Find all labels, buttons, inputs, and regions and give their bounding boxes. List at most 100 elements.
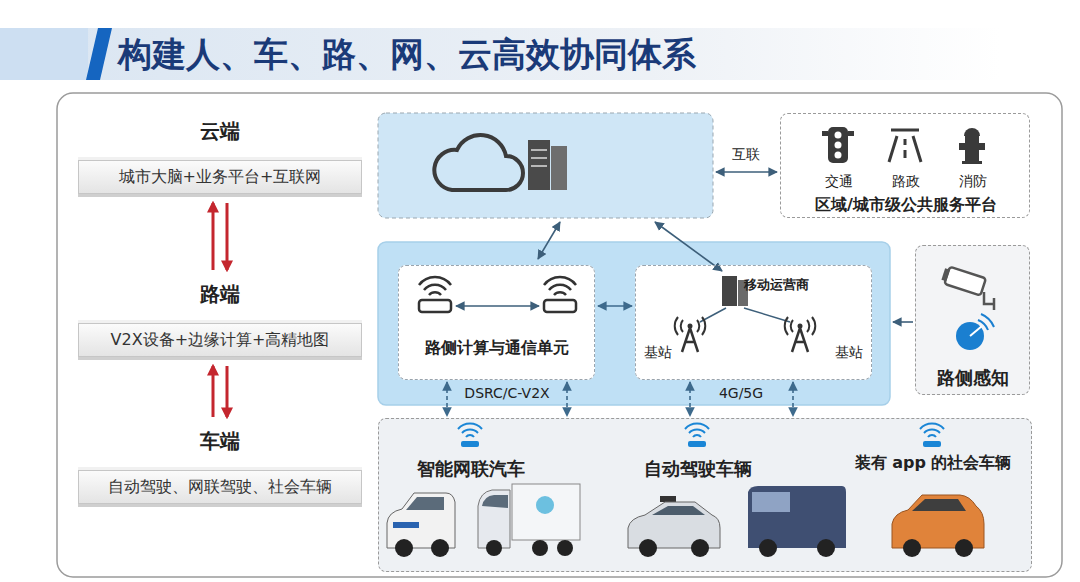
node-text: 基站 xyxy=(644,344,672,361)
link-label: DSRC/C-V2X xyxy=(462,385,551,402)
node-text: 自动驾驶车辆 xyxy=(644,458,752,480)
node-text: 路侧计算与通信单元 xyxy=(425,338,569,357)
layer-arrow xyxy=(598,305,632,307)
wifi-icon xyxy=(688,441,706,447)
base-station-icon xyxy=(688,324,693,329)
layer-text: 城市大脑+业务平台+互联网 xyxy=(119,167,322,186)
traffic-light-icon xyxy=(828,127,848,163)
traffic-light-icon xyxy=(835,142,842,149)
sedan-picture xyxy=(660,496,676,502)
truck-picture xyxy=(536,496,554,514)
operator-box: 移动运营商基站 基站 xyxy=(635,265,872,380)
box-fill xyxy=(915,245,1030,395)
suv-picture xyxy=(431,539,449,557)
hydrant-icon xyxy=(959,143,985,150)
base-station-icon xyxy=(792,328,808,352)
suv-picture xyxy=(892,495,984,548)
link-label: 互联 xyxy=(732,146,760,163)
suv-picture xyxy=(395,539,413,557)
signal-link xyxy=(446,382,448,416)
layer-text: 自动驾驶、网联驾驶、社会车辆 xyxy=(108,477,332,496)
cloud-icon xyxy=(434,135,523,190)
sedan-picture xyxy=(639,539,657,557)
hydrant-icon xyxy=(959,128,985,164)
sensing-box: 路侧感知 xyxy=(915,245,1030,395)
traffic-light-icon xyxy=(835,132,842,139)
signal-link xyxy=(689,382,691,416)
camera-icon xyxy=(941,268,949,281)
layer-arrow xyxy=(213,366,227,417)
server-icon xyxy=(551,146,567,190)
suv-picture xyxy=(892,495,984,557)
radar-icon xyxy=(978,314,994,330)
suv-picture xyxy=(387,493,455,548)
suv-picture xyxy=(955,539,973,557)
wifi-icon xyxy=(685,424,709,447)
truck-picture xyxy=(478,484,580,556)
page-title: 构建人、车、路、网、云高效协同体系 xyxy=(118,31,696,77)
suv-picture xyxy=(903,539,921,557)
server-icon xyxy=(528,140,567,190)
link-arrow xyxy=(716,171,777,173)
suv-picture xyxy=(912,499,966,511)
signal-link xyxy=(792,382,794,416)
box-fill xyxy=(398,265,595,380)
server-icon xyxy=(531,150,547,166)
wifi-icon xyxy=(920,424,944,447)
wifi-icon xyxy=(458,424,482,447)
camera-icon xyxy=(944,267,986,296)
truck-picture xyxy=(759,539,777,557)
road-icon xyxy=(889,130,921,162)
node-text: 智能网联汽车 xyxy=(417,458,525,480)
router-icon xyxy=(544,277,576,295)
box-fill xyxy=(780,113,1030,218)
unit-box: 路侧计算与通信单元 xyxy=(398,265,595,380)
layer-heading: 车端 xyxy=(200,429,240,453)
node-text: 装有 app 的社会车辆 xyxy=(855,453,1012,472)
layer-band: 云端城市大脑+业务平台+互联网 xyxy=(78,115,362,195)
outer-frame xyxy=(57,93,1062,577)
box-fills xyxy=(378,113,1032,572)
link-arrow xyxy=(893,321,913,323)
truck-picture xyxy=(748,486,846,557)
radar-icon xyxy=(956,314,994,350)
truck-picture xyxy=(478,490,510,548)
truck-picture xyxy=(752,492,790,512)
link-line xyxy=(744,308,790,322)
sedan-picture xyxy=(691,539,709,557)
base-station-icon xyxy=(798,324,803,329)
camera-icon xyxy=(984,292,994,310)
header-bar xyxy=(0,28,1000,80)
wifi-icon xyxy=(461,441,479,447)
traffic-light-icon xyxy=(848,131,854,136)
layer-band: 车端自动驾驶、网联驾驶、社会车辆 xyxy=(78,425,362,505)
truck-picture xyxy=(817,539,835,557)
truck-picture xyxy=(486,540,502,556)
layer-band: 路端V2X设备+边缘计算+高精地图 xyxy=(78,278,362,358)
node-text: 路政 xyxy=(892,173,920,190)
header-stripe xyxy=(86,28,112,80)
router-icon xyxy=(544,300,576,312)
road-icon xyxy=(889,130,921,162)
traffic-light-icon xyxy=(822,127,854,163)
signal-link xyxy=(566,382,568,416)
hydrant-icon xyxy=(962,161,982,164)
camera-icon xyxy=(940,265,986,295)
router-icon xyxy=(419,300,451,312)
node-text: 移动运营商 xyxy=(744,277,809,293)
wifi-icon xyxy=(923,441,941,447)
truck-picture xyxy=(482,495,508,508)
truck-picture xyxy=(512,484,580,540)
wifi-icon xyxy=(458,424,482,437)
server-icon xyxy=(722,276,737,306)
traffic-light-icon xyxy=(835,152,842,159)
radar-icon xyxy=(956,322,984,350)
layer-heading: 云端 xyxy=(200,119,240,143)
sedan-picture xyxy=(628,502,720,548)
wifi-icon xyxy=(685,424,709,437)
node-text: 消防 xyxy=(959,173,987,190)
node-text: 基站 xyxy=(835,344,863,361)
link-label: 4G/5G xyxy=(717,385,765,402)
node-text: 区域/城市级公共服务平台 xyxy=(815,195,997,214)
